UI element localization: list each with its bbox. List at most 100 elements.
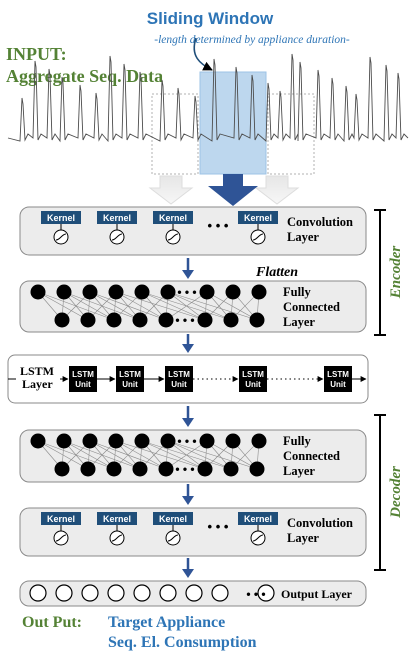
lstm-unit-label: LSTM xyxy=(72,370,94,379)
fc-panel xyxy=(19,280,367,333)
lstm-unit-label: Unit xyxy=(122,380,138,389)
kernel-box xyxy=(41,512,81,525)
fc-node xyxy=(56,284,72,300)
fc-node xyxy=(160,433,176,449)
activation-icon xyxy=(109,229,125,245)
activation-icon xyxy=(53,229,69,245)
kernel-label: Kernel xyxy=(103,213,131,223)
kernel-box xyxy=(97,512,137,525)
encoder-label: Encoder xyxy=(388,246,404,300)
fc-node xyxy=(56,433,72,449)
window-next-frame xyxy=(267,93,315,175)
lstm-unit-label: Unit xyxy=(171,380,187,389)
fc-label-line3: Layer xyxy=(283,315,315,329)
output-node xyxy=(133,584,151,602)
fc-nodes: • • •• • • xyxy=(30,433,267,477)
fc-layer-decoder: • • •• • • Fully Connected Layer xyxy=(19,429,367,483)
output-node xyxy=(81,584,99,602)
output-nodes xyxy=(29,584,275,602)
lstm-unit-label: LSTM xyxy=(327,370,349,379)
window-pointer xyxy=(193,37,213,71)
lstm-unit-label: LSTM xyxy=(168,370,190,379)
output-ellipsis: • • • xyxy=(246,587,265,601)
fc-node xyxy=(158,312,174,328)
output-layer: • • • Output Layer xyxy=(19,580,367,607)
activation-icon xyxy=(165,530,181,546)
kernel-box xyxy=(97,211,137,224)
fc-node xyxy=(134,433,150,449)
fc-node xyxy=(197,312,213,328)
conv-ellipsis: • • • xyxy=(208,519,229,534)
fc-nodes: • • •• • • xyxy=(30,284,267,328)
kernel: Kernel xyxy=(97,512,137,546)
lstm-layer-label-line1: LSTM xyxy=(20,364,54,378)
fc-ellipsis: • • • xyxy=(175,462,194,476)
kernel-box xyxy=(238,512,278,525)
fc-node xyxy=(106,312,122,328)
output-title: Out Put: xyxy=(22,614,82,631)
fc-label-line2: Connected xyxy=(283,449,340,463)
kernel: Kernel xyxy=(153,211,193,245)
fc-node xyxy=(160,284,176,300)
fc-node xyxy=(54,461,70,477)
lstm-unit-label: Unit xyxy=(245,380,261,389)
activation-icon xyxy=(53,530,69,546)
kernel-label: Kernel xyxy=(47,514,75,524)
output-node xyxy=(185,584,203,602)
fc-node xyxy=(134,284,150,300)
activation-icon xyxy=(165,229,181,245)
output-node xyxy=(55,584,73,602)
flow-arrow-2-head xyxy=(182,344,194,353)
kernel-label: Kernel xyxy=(103,514,131,524)
flow-arrow-4-head xyxy=(182,496,194,505)
fc-node xyxy=(223,312,239,328)
aggregate-signal xyxy=(7,53,409,143)
kernel-box xyxy=(153,512,193,525)
output-node xyxy=(211,584,229,602)
lstm-layer: LSTM Layer LSTMUnitLSTMUnitLSTMUnitLSTMU… xyxy=(7,354,369,404)
fc-label-line2: Connected xyxy=(283,300,340,314)
output-description-line1: Target Appliance xyxy=(108,614,225,631)
fc-node xyxy=(199,284,215,300)
output-node xyxy=(107,584,125,602)
sliding-window-highlight xyxy=(199,71,267,175)
fc-node xyxy=(225,284,241,300)
window-previous-frame xyxy=(151,93,199,175)
lstm-unit-label: Unit xyxy=(75,380,91,389)
fc-node xyxy=(249,461,265,477)
kernel: Kernel xyxy=(97,211,137,245)
fc-node xyxy=(80,461,96,477)
input-title: INPUT: xyxy=(6,44,67,64)
fc-ellipsis: • • • xyxy=(175,313,194,327)
flow-arrow-1-head xyxy=(182,270,194,279)
fc-node xyxy=(106,461,122,477)
flow-arrow-5-head xyxy=(182,569,194,578)
input-arrow-main xyxy=(208,174,258,206)
fc-node xyxy=(132,312,148,328)
input-arrow-left xyxy=(148,175,194,205)
fc-label-line1: Fully xyxy=(283,434,312,448)
fc-node xyxy=(30,433,46,449)
kernel-box xyxy=(238,211,278,224)
fc-node xyxy=(249,312,265,328)
fc-node xyxy=(251,284,267,300)
kernel-box xyxy=(153,211,193,224)
fc-node xyxy=(223,461,239,477)
output-node xyxy=(257,584,275,602)
output-layer-label: Output Layer xyxy=(281,587,353,601)
activation-icon xyxy=(250,530,266,546)
output-node xyxy=(159,584,177,602)
lstm-unit-label: LSTM xyxy=(119,370,141,379)
decoder-label: Decoder xyxy=(388,466,404,519)
output-node xyxy=(29,584,47,602)
kernel: Kernel xyxy=(41,211,81,245)
sliding-window-title: Sliding Window xyxy=(147,9,274,28)
input-arrow-right xyxy=(254,175,300,205)
